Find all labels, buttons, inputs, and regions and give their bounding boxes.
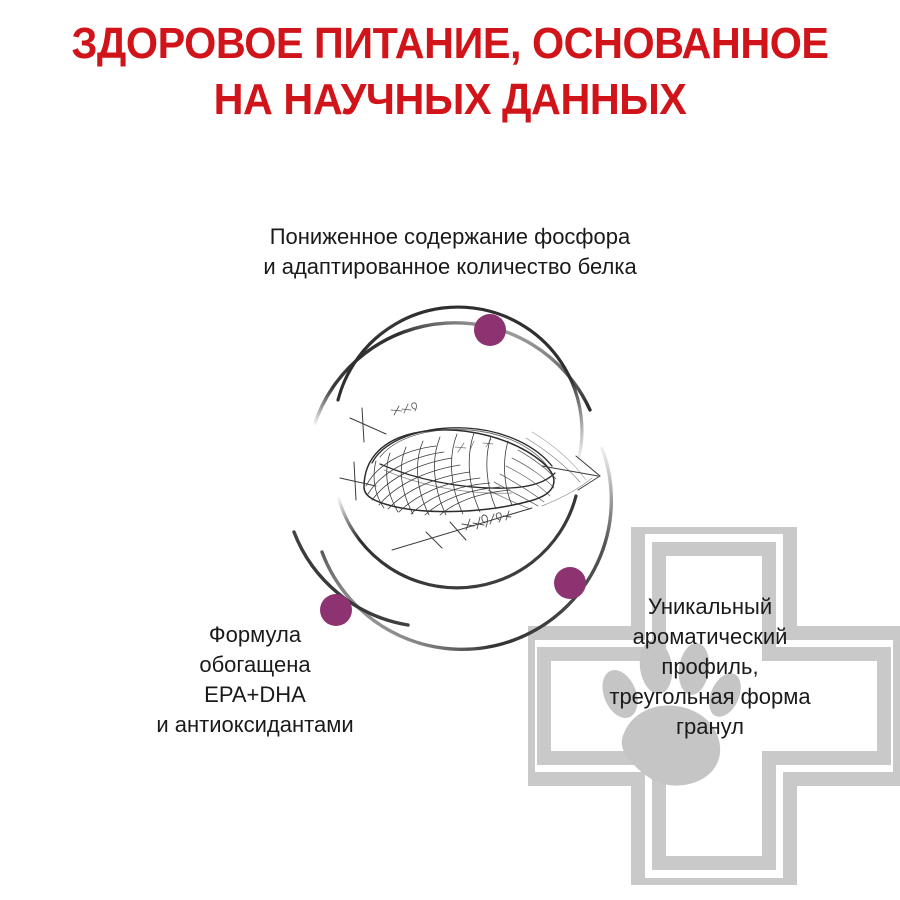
inner-ring-arc-1	[336, 305, 584, 464]
page-title-line-1: ЗДОРОВОЕ ПИТАНИЕ, ОСНОВАННОЕ	[71, 19, 829, 68]
callout-right-line-5: гранул	[676, 714, 744, 739]
inner-ring	[336, 305, 584, 590]
dot-bottom-left	[320, 594, 352, 626]
callout-right-line-3: профиль,	[661, 654, 759, 679]
callout-top-line-2: и адаптированное количество белка	[263, 254, 637, 279]
callout-left-line-1: Формула	[208, 622, 302, 647]
callout-left-line-3: EPA+DHA	[204, 682, 306, 707]
dot-right	[554, 567, 586, 599]
outer-ring	[292, 321, 614, 652]
callout-right-line-4: треугольная форма	[609, 684, 811, 709]
kibble-sketch-graphic	[280, 300, 640, 652]
graphic-svg	[292, 305, 614, 652]
callout-right-line-1: Уникальный	[647, 594, 773, 619]
outer-ring-arc-1	[312, 321, 592, 428]
page-title-line-2: НА НАУЧНЫХ ДАННЫХ	[213, 75, 687, 124]
outer-ring-arc-3	[292, 530, 410, 627]
kibble-sketch	[339, 402, 601, 551]
callout-right: Уникальный ароматический профиль, треуго…	[545, 592, 875, 742]
page-title: ЗДОРОВОЕ ПИТАНИЕ, ОСНОВАННОЕ НА НАУЧНЫХ …	[27, 16, 873, 128]
callout-left-line-4: и антиоксидантами	[156, 712, 354, 737]
callout-top-line-1: Пониженное содержание фосфора	[269, 224, 631, 249]
callout-left: Формула обогащена EPA+DHA и антиоксидант…	[85, 620, 425, 740]
callout-right-line-2: ароматический	[632, 624, 788, 649]
dot-top	[474, 314, 506, 346]
callout-left-line-2: обогащена	[199, 652, 311, 677]
inner-ring-arc-2	[336, 494, 578, 590]
callout-top: Пониженное содержание фосфора и адаптиро…	[0, 222, 900, 282]
